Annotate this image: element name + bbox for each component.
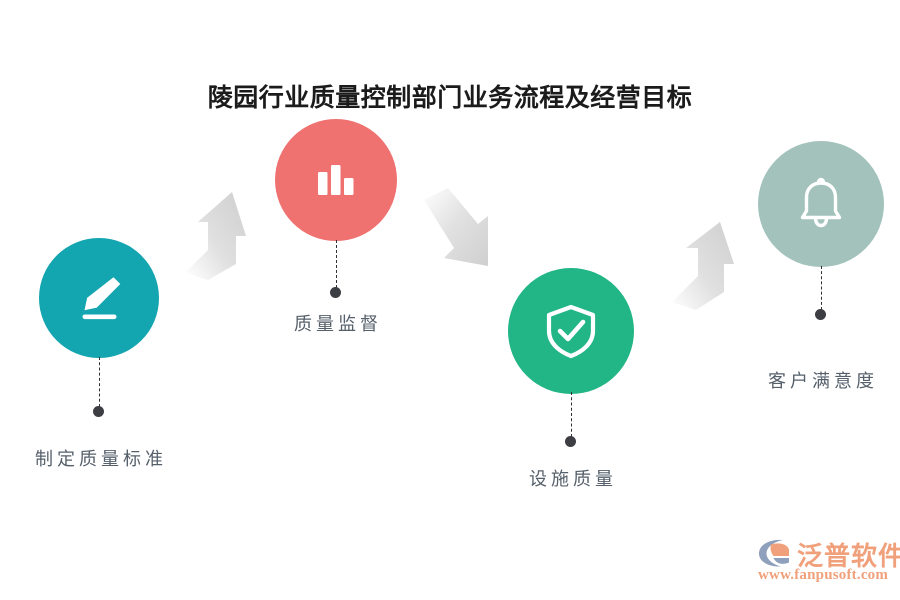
brand-mark-icon: [759, 539, 789, 567]
step-connector-dot-3: [565, 436, 576, 447]
step-connector-dot-1: [93, 406, 104, 417]
brand-url: www.fanpusoft.com: [758, 567, 889, 583]
brand-name: 泛普软件: [797, 542, 900, 572]
step-label-3: 设施质量: [529, 469, 617, 490]
step-circle-4[interactable]: [758, 141, 884, 267]
step-connector-dot-2: [330, 287, 341, 298]
bell-icon: [791, 174, 851, 234]
bar-chart-icon: [312, 156, 360, 204]
step-circle-2[interactable]: [275, 119, 397, 241]
step-label-4: 客户满意度: [768, 371, 878, 392]
step-connector-4: [821, 266, 822, 310]
step-connector-1: [99, 357, 100, 407]
step-connector-2: [336, 240, 337, 288]
flow-arrow-2-down-right: [424, 188, 488, 266]
brand-logo[interactable]: 泛普软件 www.fanpusoft.com: [757, 534, 900, 590]
shield-check-icon: [540, 300, 602, 362]
flow-arrow-3-up-right: [672, 222, 734, 310]
flow-arrow-1-up-right: [186, 192, 246, 280]
step-label-1: 制定质量标准: [35, 449, 167, 470]
pencil-icon: [70, 269, 128, 327]
step-connector-3: [571, 392, 572, 437]
page-title: 陵园行业质量控制部门业务流程及经营目标: [207, 84, 693, 112]
step-circle-1[interactable]: [39, 238, 159, 358]
step-circle-3[interactable]: [508, 268, 634, 394]
step-connector-dot-4: [815, 309, 826, 320]
step-label-2: 质量监督: [294, 314, 382, 335]
